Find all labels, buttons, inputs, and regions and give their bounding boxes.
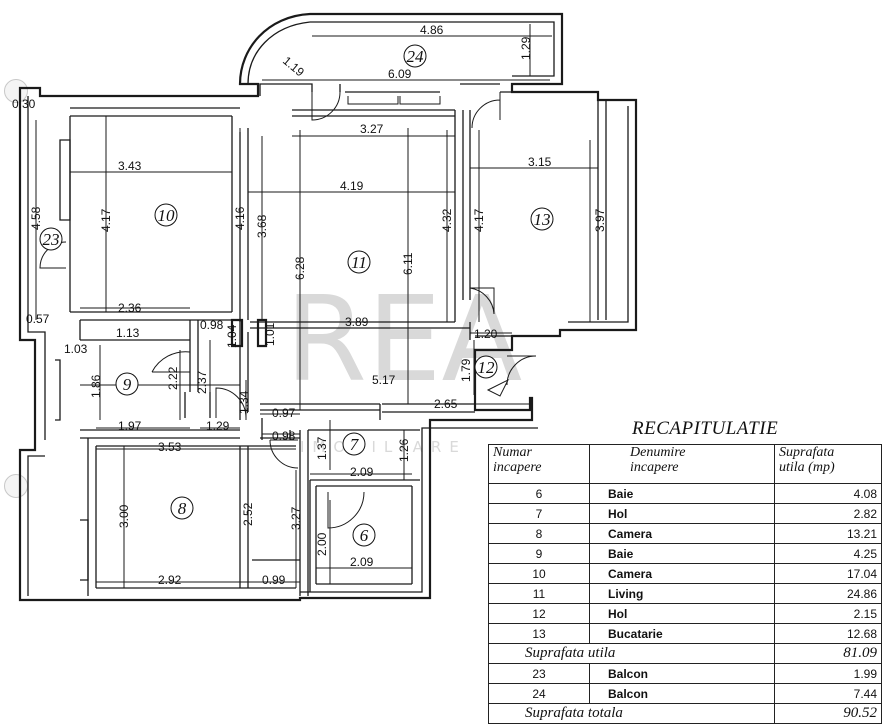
dimension-label: 1.03: [64, 342, 88, 356]
dimension-label: 4.32: [440, 208, 454, 232]
dimension-label: 1.79: [459, 358, 473, 382]
dimension-label: 1.19: [280, 54, 307, 80]
dimension-label: 3.15: [528, 155, 552, 169]
dimension-label: 1.20: [474, 327, 498, 341]
dimension-label: 3.00: [117, 504, 131, 528]
dimension-label: 6.28: [293, 256, 307, 280]
dimension-label: 1.34: [237, 390, 251, 414]
room-marker-23: 23: [39, 227, 63, 251]
dimension-label: 4.58: [29, 206, 43, 230]
dimension-label: 3.89: [345, 315, 369, 329]
dimension-label: 4.19: [340, 179, 364, 193]
dimension-label: 2.00: [315, 532, 329, 556]
dimension-label: 1.13: [116, 326, 140, 340]
dimension-label: 0.57: [26, 312, 50, 326]
room-number: 12: [478, 358, 496, 377]
recap-title: RECAPITULATIE: [632, 418, 779, 439]
room-marker-6: 6: [352, 523, 376, 547]
room-number: 13: [534, 210, 551, 229]
dimension-label: 1.29: [206, 419, 230, 433]
dimension-label: 0.99: [262, 573, 286, 587]
dimension-label: 2.22: [166, 366, 180, 390]
dimension-label: 1.29: [519, 36, 533, 60]
room-marker-7: 7: [342, 432, 366, 456]
dimension-label: 5.17: [372, 373, 396, 387]
interior-walls: [55, 83, 607, 596]
dimension-label: 4.16: [233, 206, 247, 230]
dimension-label: 1.26: [397, 438, 411, 462]
dimension-label: 1.37: [315, 436, 329, 460]
watermark-tagline: IMOBILIARE: [300, 438, 467, 456]
dimension-label: 2.09: [350, 555, 374, 569]
dimension-label: 2.36: [118, 301, 142, 315]
room-marker-9: 9: [115, 372, 139, 396]
room-number: 24: [407, 47, 425, 66]
door-swings: [39, 91, 537, 529]
binder-hole-bottom: [4, 474, 28, 498]
dimension-label: 2.37: [195, 370, 209, 394]
dimension-lines: [35, 24, 598, 588]
room-marker-13: 13: [530, 207, 554, 231]
dimension-label: 1.86: [89, 374, 103, 398]
room-number: 9: [123, 375, 132, 394]
dimension-label: 3.43: [118, 159, 142, 173]
room-marker-10: 10: [154, 203, 178, 227]
dimension-label: 4.17: [99, 208, 113, 232]
dimension-label: 2.52: [241, 502, 255, 526]
dimension-label: 3.97: [593, 208, 607, 232]
dimension-label: 0.98: [200, 318, 224, 332]
room-number: 6: [360, 526, 369, 545]
binder-hole-top: [4, 79, 28, 103]
room-number: 10: [158, 206, 176, 225]
room-marker-12: 12: [474, 355, 498, 379]
room-marker-24: 24: [403, 44, 427, 68]
exterior-walls: [18, 12, 638, 602]
dimension-label: 2.65: [434, 397, 458, 411]
dimension-label: 6.11: [401, 252, 415, 275]
dimension-label: 2.09: [350, 465, 374, 479]
room-number: 11: [351, 253, 367, 272]
dimension-label: 1.04: [225, 324, 239, 348]
dimension-label: 1.01: [263, 322, 277, 346]
dimension-label: 3.53: [158, 440, 182, 454]
room-marker-8: 8: [170, 496, 194, 520]
dimension-label: 4.86: [420, 23, 444, 37]
dimension-label: 3.27: [289, 506, 303, 530]
dimension-label: 0.98: [272, 429, 296, 443]
room-number: 7: [350, 435, 360, 454]
dimension-label: 6.09: [388, 67, 412, 81]
dimension-label: 3.68: [255, 214, 269, 238]
room-number: 23: [43, 230, 60, 249]
room-marker-11: 11: [347, 250, 371, 274]
dimension-label: 0.30: [12, 97, 36, 111]
dimension-label: 1.97: [118, 419, 142, 433]
dimension-label: 2.92: [158, 573, 182, 587]
dimension-label: 0.97: [272, 406, 296, 420]
room-number: 8: [178, 499, 187, 518]
dimension-label: 3.27: [360, 122, 384, 136]
dimension-labels: 4.86 1.29 1.19 6.09 0.30 3.27 3.43 3.15 …: [12, 23, 607, 587]
dimension-label: 4.17: [472, 208, 486, 232]
room-markers: 24 10 23 11 13 12 9 7 8 6: [39, 44, 554, 547]
